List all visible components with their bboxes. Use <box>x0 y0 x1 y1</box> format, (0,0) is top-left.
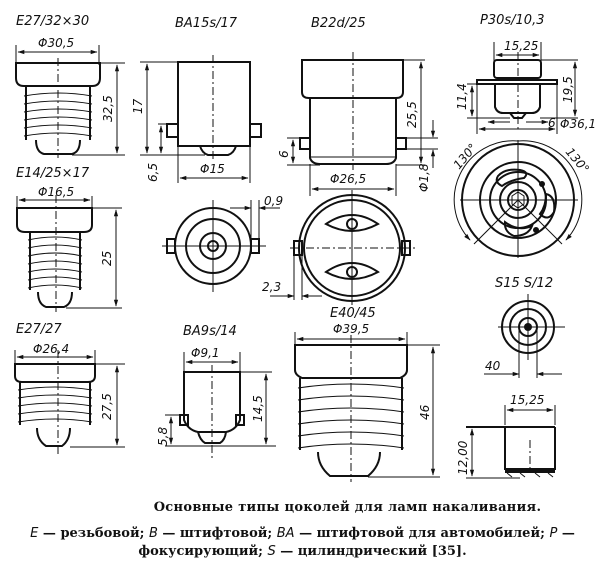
dimension-diameter: Φ15 <box>200 162 225 176</box>
dimension-pin-diameter: Φ1,8 <box>417 163 431 192</box>
dimension-height: 17 <box>131 98 145 114</box>
legend-text-s: — цилиндрический <box>280 544 428 559</box>
legend-key-s: S <box>267 544 276 559</box>
base-label: BA9s/14 <box>183 324 237 339</box>
dimension-width: 15,25 <box>504 39 538 53</box>
dimension-diameter: Φ26,5 <box>330 172 366 186</box>
base-label: BA15s/17 <box>175 16 238 31</box>
dimension-height: 46 <box>418 404 432 420</box>
base-e27-27: E27/27 Φ26,4 27,5 <box>14 322 125 456</box>
legend-text-p: — фокусирующий; <box>138 526 575 559</box>
base-label: E27/27 <box>16 322 62 337</box>
base-e40-45: E40/45 Φ39,5 46 <box>294 306 440 482</box>
legend-key-ba: BA <box>276 526 295 541</box>
figure-caption: Основные типы цоколей для ламп накаливан… <box>0 500 605 561</box>
legend-key-p: P <box>549 526 558 541</box>
dimension-height: 32,5 <box>101 95 115 122</box>
legend-text-ba: — штифтовой для автомобилей; <box>299 526 545 541</box>
legend-text-e: — резьбовой; <box>42 526 145 541</box>
dimension-height: 25 <box>100 251 114 266</box>
base-s15s-12: S15 S/12 40 15,25 12,00 <box>456 276 565 479</box>
dimension-offset: 40 <box>485 359 501 373</box>
base-label: B22d/25 <box>311 16 366 31</box>
base-label: E14/25×17 <box>16 166 90 181</box>
dimension-height: 27,5 <box>100 393 114 420</box>
legend-key-b: B <box>148 526 158 541</box>
legend-key-e: E <box>30 526 39 541</box>
dimension-flange-diameter: Φ36,1 <box>560 117 596 131</box>
caption-title: Основные типы цоколей для ламп накаливан… <box>153 500 542 515</box>
base-label: P30s/10,3 <box>480 13 544 28</box>
dimension-pin-height: 6,5 <box>146 163 160 182</box>
base-e14-25x17: E14/25×17 Φ16,5 25 <box>16 166 122 312</box>
citation-reference: [35]. <box>431 544 467 559</box>
dimension-height: 19,5 <box>561 76 575 103</box>
base-ba9s-14: BA9s/14 Φ9,1 14,5 5,8 <box>156 324 276 458</box>
dimension-flange-height: 11,4 <box>455 83 469 110</box>
base-e27-32x30: E27/32×30 Φ30,5 32,5 <box>15 14 125 158</box>
dimension-height: 25,5 <box>405 101 419 128</box>
base-label: S15 S/12 <box>495 276 553 291</box>
dimension-diameter: Φ30,5 <box>38 36 74 50</box>
caption-legend: E — резьбовой; B — штифтовой; BA — штифт… <box>0 525 605 561</box>
base-b22d-25: B22d/25 6 25,5 Φ1,8 Φ26,5 2,3 <box>262 16 438 305</box>
dimension-pin-height: 6 <box>277 150 291 158</box>
base-label: E40/45 <box>330 306 376 321</box>
dimension-diameter: Φ39,5 <box>333 322 369 336</box>
legend-text-b: — штифтовой; <box>162 526 273 541</box>
dimension-pin-offset: 0,9 <box>264 194 283 208</box>
dimension-flange-thickness: 6 <box>548 116 556 130</box>
dimension-width: 15,25 <box>510 393 544 407</box>
base-ba15s-17: BA15s/17 17 6,5 Φ15 0,9 <box>131 16 283 292</box>
dimension-pin-height: 5,8 <box>156 427 170 446</box>
base-p30s-10-3: P30s/10,3 15,25 19,5 11,4 6 Φ36,1 <box>451 13 596 258</box>
base-label: E27/32×30 <box>16 14 89 29</box>
dimension-angle-left: 130° <box>451 141 480 172</box>
dimension-diameter: Φ16,5 <box>38 185 74 199</box>
dimension-height: 14,5 <box>251 395 265 422</box>
dimension-height: 12,00 <box>456 440 470 475</box>
dimension-pin-offset: 2,3 <box>262 280 281 294</box>
dimension-diameter: Φ26,4 <box>33 342 69 356</box>
dimension-diameter: Φ9,1 <box>191 346 220 360</box>
